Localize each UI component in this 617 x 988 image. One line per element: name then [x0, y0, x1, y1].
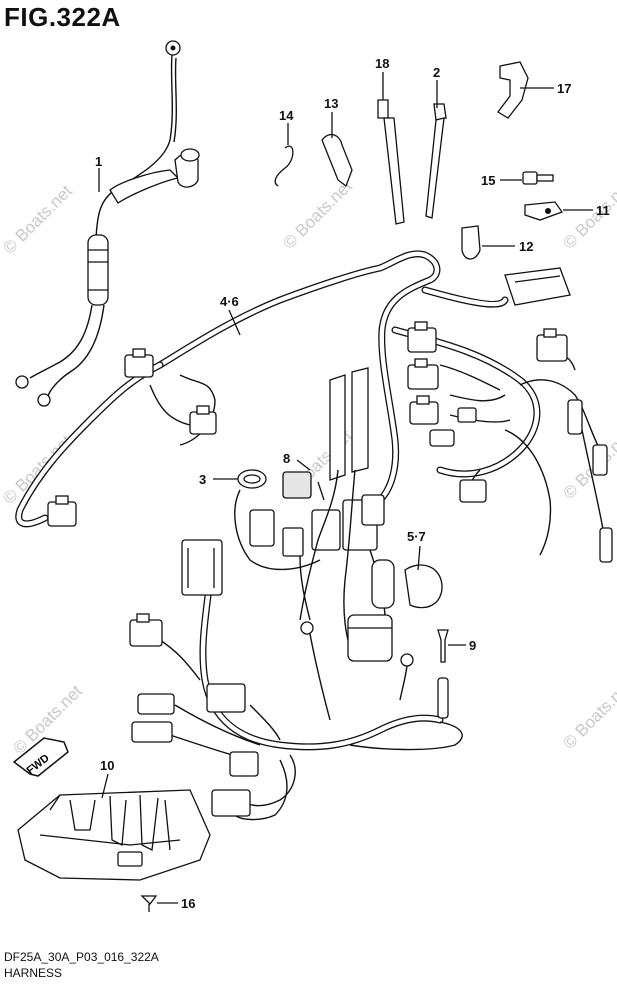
- harness-connectors: [47, 267, 613, 563]
- part-8-relay: [282, 471, 325, 501]
- figure-code: DF25A_30A_P03_016_322A: [4, 950, 159, 964]
- callout-13: 13: [324, 96, 338, 111]
- callout-16: 16: [181, 896, 195, 911]
- callout-labels: 1 2 3 4·6 5·7 8 9 10 11 12 13 14 15 16 1…: [95, 56, 610, 911]
- lower-harness-branch: [129, 539, 463, 821]
- callout-14: 14: [279, 108, 294, 123]
- part-14-clip: [274, 145, 294, 187]
- part-9-pin: [437, 629, 449, 663]
- part-17-clamp: [497, 61, 529, 119]
- callout-9: 9: [469, 638, 476, 653]
- figure-title: FIG.322A: [4, 2, 121, 32]
- part-10-bracket: [17, 789, 211, 881]
- callout-5-7: 5·7: [407, 529, 426, 544]
- callout-4-6: 4·6: [220, 294, 239, 309]
- leader-lines: [98, 72, 593, 904]
- watermark: © Boats.net: [559, 676, 617, 753]
- part-13-clamp: [321, 133, 353, 188]
- callout-15: 15: [481, 173, 495, 188]
- callout-17: 17: [557, 81, 571, 96]
- part-18-cable-tie: [377, 99, 405, 225]
- part-16-screw: [140, 895, 158, 912]
- watermark: © Boats.net: [279, 176, 356, 253]
- part-12-clamp: [461, 225, 481, 260]
- fwd-arrow: FWD: [12, 737, 69, 777]
- callout-1: 1: [95, 154, 102, 169]
- callout-11: 11: [596, 203, 610, 218]
- part-11-terminal: [524, 201, 564, 221]
- callout-10: 10: [100, 758, 114, 773]
- part-15-bolt: [522, 171, 554, 185]
- callout-12: 12: [519, 239, 533, 254]
- figure-name: HARNESS: [4, 966, 63, 980]
- watermark: © Boats.net: [559, 426, 617, 503]
- callout-3: 3: [199, 472, 206, 487]
- part-3-grommet: [237, 469, 267, 489]
- central-components: [234, 367, 443, 721]
- callout-2: 2: [433, 65, 440, 80]
- callout-8: 8: [283, 451, 290, 466]
- part-2-cable-tie: [425, 103, 447, 219]
- part-4-6-main-harness: [15, 250, 606, 556]
- part-1-battery-cable: [15, 40, 200, 407]
- callout-18: 18: [375, 56, 389, 71]
- watermark: © Boats.net: [0, 181, 76, 258]
